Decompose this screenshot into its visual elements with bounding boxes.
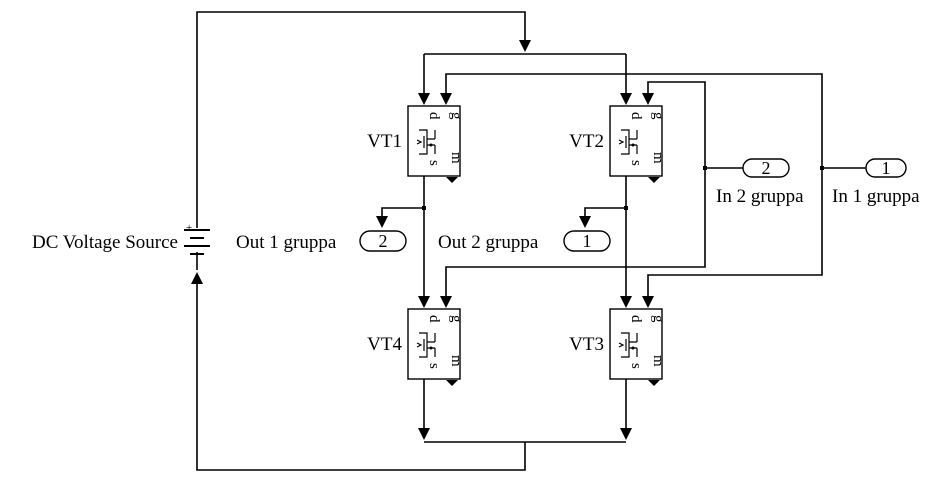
outport-out2[interactable]: 1 Out 2 gruppa <box>438 230 611 253</box>
arrows <box>191 40 654 440</box>
switch-vt3[interactable]: d g s m VT3 <box>569 308 666 386</box>
vt2-pin-m: m <box>650 152 666 164</box>
arrow-vt4-d <box>418 296 430 308</box>
wire-out2-tap[interactable] <box>584 207 626 216</box>
arrow-vt3-g <box>642 296 654 308</box>
wire-bottom-source[interactable] <box>196 284 526 471</box>
junction-out2 <box>624 206 628 210</box>
source-plus-sign: + <box>186 222 192 234</box>
vt1-pin-m: m <box>448 152 464 164</box>
arrow-out1 <box>376 216 388 228</box>
junction-in2 <box>703 166 707 170</box>
wire-in1-gate-vt3[interactable] <box>647 168 823 296</box>
inport-in2[interactable]: 2 In 2 gruppa <box>716 158 804 207</box>
wire-in1-gate-vt1[interactable] <box>445 73 866 169</box>
junction-out1 <box>422 206 426 210</box>
vt1-pin-g: g <box>448 112 464 120</box>
vt3-pin-g: g <box>650 315 666 323</box>
outport-out1[interactable]: 2 Out 1 gruppa <box>236 230 407 253</box>
switch-vt1[interactable]: d g s m VT1 <box>367 105 464 183</box>
vt4-label: VT4 <box>367 334 402 355</box>
arrow-bottom-right <box>620 428 632 440</box>
outport-out1-label: Out 1 gruppa <box>236 232 337 253</box>
vt2-pin-s: s <box>628 160 644 166</box>
vt2-pin-g: g <box>650 112 666 120</box>
arrow-vt2-g <box>642 93 654 105</box>
inport-in2-number: 2 <box>762 158 771 178</box>
vt4-pin-d: d <box>426 315 442 323</box>
wire-in2-gate-vt4[interactable] <box>445 168 706 296</box>
arrow-vt1-d <box>418 93 430 105</box>
vt2-pin-d: d <box>628 112 644 120</box>
inport-in1-label: In 1 gruppa <box>832 186 920 207</box>
vt1-label: VT1 <box>367 131 402 152</box>
arrow-vt1-g <box>440 93 452 105</box>
vt3-pin-m: m <box>650 355 666 367</box>
wires <box>196 11 866 471</box>
outport-out2-label: Out 2 gruppa <box>438 232 539 253</box>
junction-in1 <box>820 166 824 170</box>
inport-in2-label: In 2 gruppa <box>716 186 804 207</box>
switch-vt2[interactable]: d g s m VT2 <box>569 105 666 183</box>
inport-in1[interactable]: 1 In 1 gruppa <box>832 158 920 207</box>
wire-in2-gate-vt2[interactable] <box>647 81 743 169</box>
vt3-pin-s: s <box>628 363 644 369</box>
arrow-out2 <box>579 216 591 228</box>
source-label: DC Voltage Source <box>32 232 178 253</box>
vt3-label: VT3 <box>569 334 604 355</box>
arrow-top-bus <box>519 40 531 52</box>
vt4-pin-g: g <box>448 315 464 323</box>
arrow-source-minus <box>191 272 203 284</box>
arrow-vt4-g <box>440 296 452 308</box>
vt1-pin-s: s <box>426 160 442 166</box>
vt4-pin-s: s <box>426 363 442 369</box>
vt4-pin-m: m <box>448 355 464 367</box>
vt3-pin-d: d <box>628 315 644 323</box>
outport-out2-number: 1 <box>583 231 592 251</box>
junctions <box>422 166 824 210</box>
wire-out1-tap[interactable] <box>381 207 424 216</box>
arrow-bottom-left <box>418 428 430 440</box>
dc-voltage-source[interactable]: + DC Voltage Source <box>32 222 210 255</box>
switch-vt4[interactable]: d g s m VT4 <box>367 308 464 386</box>
arrow-vt3-d <box>620 296 632 308</box>
arrow-vt2-d <box>620 93 632 105</box>
vt1-pin-d: d <box>426 112 442 120</box>
outport-out1-number: 2 <box>379 231 388 251</box>
vt2-label: VT2 <box>569 131 604 152</box>
inport-in1-number: 1 <box>882 158 891 178</box>
wire-source-top[interactable] <box>196 11 526 228</box>
